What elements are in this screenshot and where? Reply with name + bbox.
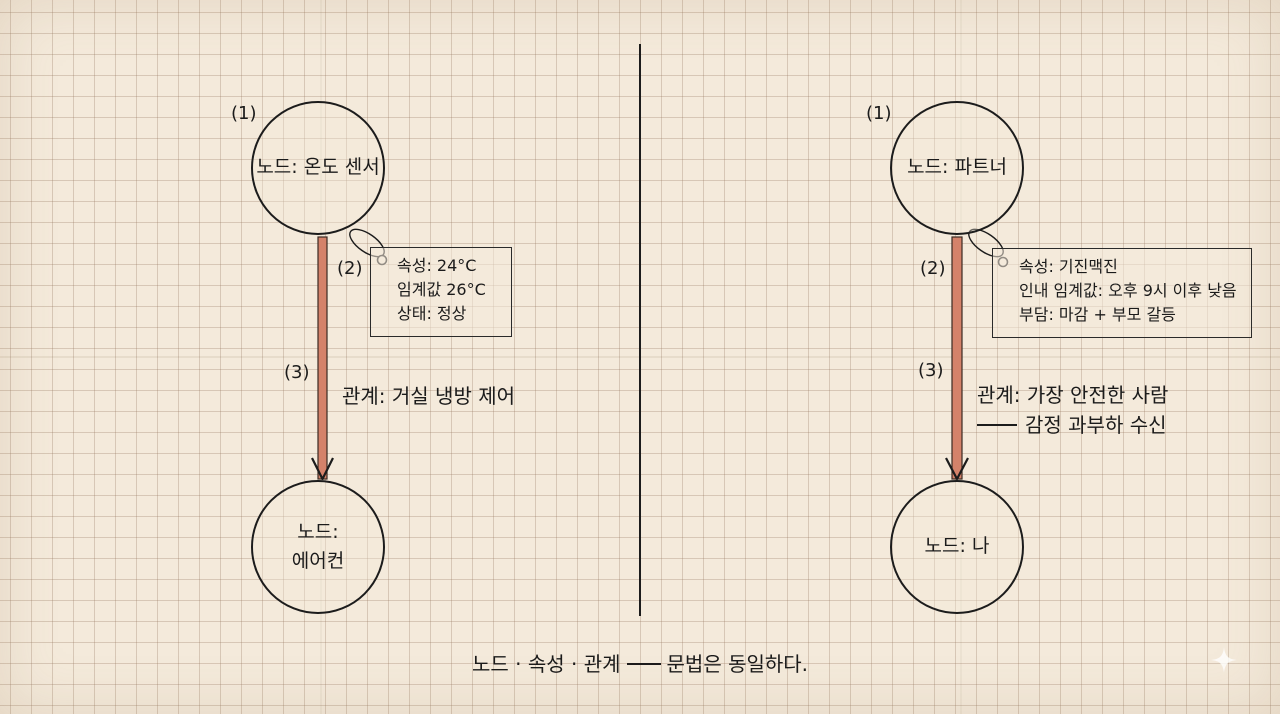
right-relation-line-continued: 감정 과부하 수신 (977, 410, 1168, 440)
right-target-node: 노드: 나 (890, 480, 1024, 614)
right-attribute-line: 인내 임계값: 오후 9시 이후 낮음 (1019, 281, 1237, 300)
right-target-node-label: 노드: 나 (924, 535, 990, 558)
right-relation-line: 감정 과부하 수신 (1025, 413, 1167, 437)
right-attribute-line: 부담: 마감 + 부모 갈등 (1019, 305, 1176, 324)
right-attribute-line: 속성: 기진맥진 (1019, 257, 1118, 276)
right-attributes-box: 속성: 기진맥진 인내 임계값: 오후 9시 이후 낮음 부담: 마감 + 부모… (992, 248, 1252, 338)
right-relation-line: 관계: 가장 안전한 사람 (977, 383, 1169, 407)
bottom-caption: 노드 · 속성 · 관계 문법은 동일하다. (0, 648, 1280, 677)
left-target-node-label: 노드: 에어컨 (291, 520, 345, 572)
right-attributes-marker: (2) (920, 258, 946, 279)
caption-dash (626, 662, 661, 665)
right-source-node: 노드: 파트너 (890, 101, 1024, 235)
left-target-node: 노드: 에어컨 (251, 480, 385, 614)
left-attributes-box: 속성: 24°C 임계값 26°C 상태: 정상 (370, 247, 512, 337)
relation-dash (977, 423, 1017, 426)
sparkle-icon (1211, 647, 1237, 673)
left-attributes-marker: (2) (337, 258, 363, 279)
left-relation-label: 관계: 거실 냉방 제어 (342, 381, 515, 411)
center-divider (639, 44, 641, 616)
left-source-node-label: 노드: 온도 센서 (256, 156, 380, 179)
right-source-marker: (1) (866, 103, 892, 124)
right-relation-label: 관계: 가장 안전한 사람 감정 과부하 수신 (977, 380, 1168, 440)
right-relation-edge (945, 236, 969, 481)
left-relation-marker: (3) (284, 362, 310, 383)
right-source-node-label: 노드: 파트너 (907, 156, 1007, 179)
left-relation-line: 관계: 거실 냉방 제어 (342, 384, 516, 408)
left-source-node: 노드: 온도 센서 (251, 101, 385, 235)
caption-right-part: 문법은 동일하다. (666, 652, 809, 676)
right-relation-marker: (3) (918, 360, 944, 381)
left-attribute-line: 상태: 정상 (397, 304, 467, 323)
left-source-marker: (1) (231, 103, 257, 124)
caption-left-part: 노드 · 속성 · 관계 (471, 652, 621, 676)
left-attribute-line: 임계값 26°C (397, 280, 486, 299)
left-attribute-line: 속성: 24°C (397, 256, 477, 275)
left-relation-edge (311, 236, 334, 481)
